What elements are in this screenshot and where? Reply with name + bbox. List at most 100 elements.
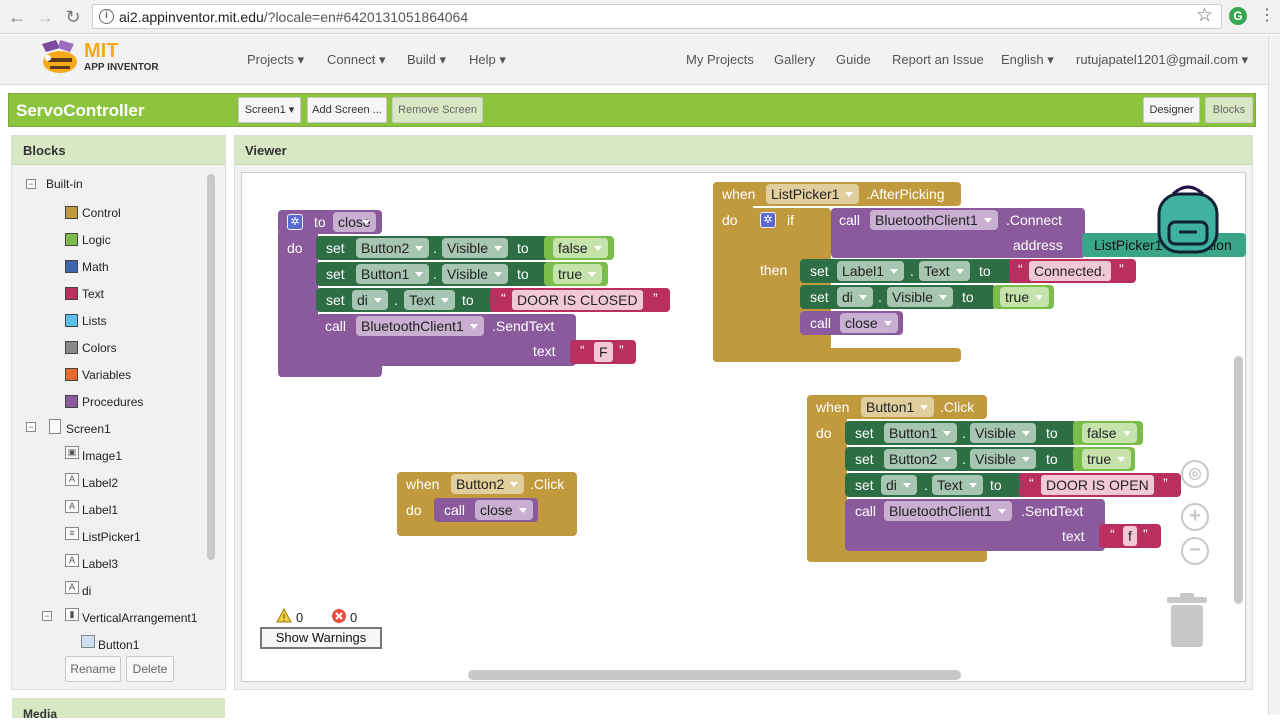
property-dropdown[interactable]: Text [919,261,970,281]
component-item[interactable]: di [82,584,92,598]
text-value[interactable]: F [594,342,613,362]
zoom-out-icon[interactable]: − [1181,537,1209,565]
collapse-builtin-icon[interactable]: − [26,179,36,189]
delete-button[interactable]: Delete [126,656,174,682]
builtin-item[interactable]: Variables [82,368,132,382]
property-dropdown[interactable]: Visible [970,449,1036,469]
nav-projects[interactable]: Projects ▾ [247,52,305,67]
kw-to: to [1046,425,1058,441]
tree-vertical-arrangement1[interactable]: VerticalArrangement1 [82,611,198,625]
logic-dropdown[interactable]: true [553,264,603,284]
reload-icon[interactable]: ↻ [65,7,81,27]
rename-button[interactable]: Rename [65,656,121,682]
component-dropdown[interactable]: di [837,287,873,307]
show-warnings-button[interactable]: Show Warnings [260,627,382,649]
designer-button[interactable]: Designer [1143,97,1200,123]
property-dropdown[interactable]: Visible [970,423,1036,443]
grammarly-extension-icon[interactable]: G [1229,7,1247,25]
property-dropdown[interactable]: Visible [442,264,508,284]
set-block[interactable] [316,236,550,260]
tree-button1[interactable]: Button1 [98,638,140,652]
component-dropdown[interactable]: Button2 [884,449,958,469]
logic-dropdown[interactable]: true [1082,449,1132,469]
component-dropdown[interactable]: BluetoothClient1 [884,501,1012,521]
text-value[interactable]: DOOR IS OPEN [1041,475,1154,495]
builtin-item[interactable]: Control [82,206,121,220]
screen-select[interactable]: Screen1 ▾ [238,97,301,123]
property-dropdown[interactable]: Text [404,290,455,310]
logic-dropdown[interactable]: false [553,238,608,258]
builtin-item[interactable]: Lists [82,314,107,328]
nav-guide[interactable]: Guide [836,52,871,67]
tree-screen1[interactable]: Screen1 [66,422,111,436]
component-item[interactable]: Label1 [82,503,119,517]
logic-dropdown[interactable]: false [1082,423,1137,443]
component-item[interactable]: Label2 [82,476,119,490]
nav-report-issue[interactable]: Report an Issue [892,52,984,67]
component-item[interactable]: Label3 [82,557,119,571]
logic-dropdown[interactable]: true [1000,287,1050,307]
forward-icon[interactable]: → [36,7,54,27]
nav-user-account[interactable]: rutujapatel1201@gmail.com ▾ [1076,52,1249,67]
property-dropdown[interactable]: Visible [442,238,508,258]
nav-connect[interactable]: Connect ▾ [327,52,386,67]
zoom-in-icon[interactable]: + [1181,503,1209,531]
mutator-gear-icon[interactable]: ✲ [760,212,776,228]
component-dropdown[interactable]: ListPicker1 [766,184,860,204]
procedure-dropdown[interactable]: close [475,500,533,520]
component-dropdown[interactable]: BluetoothClient1 [870,210,998,230]
browser-menu-icon[interactable]: ⋮ [1259,7,1275,24]
set-block[interactable] [845,447,1077,471]
component-item[interactable]: ListPicker1 [82,530,141,544]
bookmark-star-icon[interactable]: ☆ [1196,5,1214,26]
builtin-item[interactable]: Procedures [82,395,144,409]
component-dropdown[interactable]: Label1 [837,261,905,281]
component-dropdown[interactable]: Button2 [356,238,430,258]
component-dropdown[interactable]: Button2 [451,474,525,494]
nav-help[interactable]: Help ▾ [469,52,506,67]
collapse-varr-icon[interactable]: − [42,611,52,621]
component-dropdown[interactable]: Button1 [861,397,935,417]
component-dropdown[interactable]: di [352,290,388,310]
workspace-horizontal-scrollbar[interactable] [468,670,961,680]
info-icon[interactable]: i [99,9,114,24]
text-value[interactable]: DOOR IS CLOSED [512,290,643,310]
property-dropdown[interactable]: Visible [887,287,953,307]
address-bar[interactable]: i ai2.appinventor.mit.edu/?locale=en#642… [92,4,1222,29]
app-inventor-bee-logo[interactable] [36,38,82,78]
component-dropdown[interactable]: Button1 [884,423,958,443]
backpack-icon[interactable] [1153,184,1223,256]
text-value[interactable]: Connected. [1029,261,1111,281]
blocks-panel-scrollbar[interactable] [207,174,215,560]
nav-my-projects[interactable]: My Projects [686,52,754,67]
builtin-item[interactable]: Colors [82,341,117,355]
nav-language[interactable]: English ▾ [1001,52,1054,67]
tree-builtin[interactable]: Built-in [46,177,83,191]
mutator-gear-icon[interactable]: ✲ [287,214,303,230]
collapse-screen1-icon[interactable]: − [26,422,36,432]
procedure-name-field[interactable]: close [333,212,376,232]
back-icon[interactable]: ← [8,7,26,27]
text-value[interactable]: f [1123,526,1137,546]
remove-screen-button[interactable]: Remove Screen [392,97,483,123]
nav-build[interactable]: Build ▾ [407,52,447,67]
recenter-icon[interactable]: ◎ [1181,460,1209,488]
page-scrollbar[interactable] [1268,35,1280,715]
procedure-dropdown[interactable]: close [840,313,898,333]
builtin-item[interactable]: Math [82,260,109,274]
component-item[interactable]: Image1 [82,449,123,463]
trash-can-icon[interactable] [1165,593,1209,649]
property-dropdown[interactable]: Text [932,475,983,495]
component-dropdown[interactable]: di [881,475,917,495]
builtin-item[interactable]: Text [82,287,105,301]
component-dropdown[interactable]: BluetoothClient1 [356,316,484,336]
builtin-item[interactable]: Logic [82,233,111,247]
component-dropdown[interactable]: Button1 [356,264,430,284]
workspace-vertical-scrollbar[interactable] [1234,356,1243,604]
set-block[interactable] [845,421,1077,445]
nav-gallery[interactable]: Gallery [774,52,816,67]
set-block[interactable] [316,262,550,286]
set-block[interactable] [800,259,1014,283]
add-screen-button[interactable]: Add Screen ... [307,97,387,123]
blocks-button[interactable]: Blocks [1205,97,1253,123]
